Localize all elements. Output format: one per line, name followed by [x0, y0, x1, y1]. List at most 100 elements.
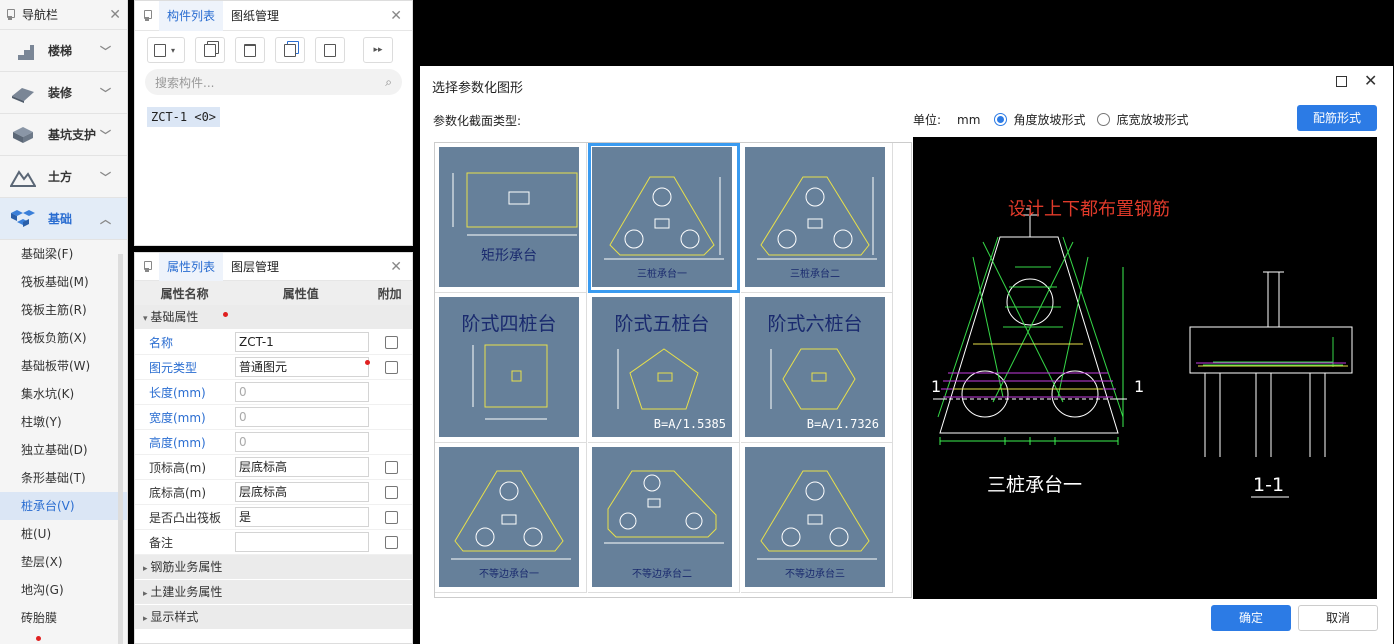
nav-item[interactable]: 桩承台(V) — [0, 492, 127, 520]
shape-formula: B=A/1.5385 — [653, 417, 726, 431]
save-template-button[interactable] — [315, 37, 345, 63]
shape-option-unequal-cap-1[interactable]: 不等边承台一 — [435, 443, 587, 593]
property-value-field[interactable]: 0 — [235, 432, 369, 452]
ok-button[interactable]: 确定 — [1211, 605, 1291, 631]
nav-header: 导航栏 ✕ — [0, 0, 127, 30]
nav-item[interactable]: 筏板主筋(R) — [21, 303, 87, 317]
nav-category-label: 装修 — [48, 86, 73, 100]
extra-checkbox[interactable] — [385, 535, 398, 549]
nav-item[interactable]: 桩(U) — [21, 527, 52, 541]
nav-category-earthwork[interactable]: 土方 ﹀ — [0, 156, 127, 198]
property-value-field[interactable]: 层底标高 — [235, 482, 369, 502]
property-value-field[interactable]: 层底标高 — [235, 457, 369, 477]
component-item[interactable]: ZCT-1 <0> — [147, 107, 221, 127]
extra-checkbox[interactable] — [385, 510, 398, 524]
cancel-button[interactable]: 取消 — [1298, 605, 1378, 631]
group-label: 钢筋业务属性 — [150, 560, 223, 574]
close-icon[interactable]: ✕ — [109, 6, 121, 23]
chevron-down-icon: ﹀ — [100, 170, 111, 184]
property-row: 图元类型 普通图元 — [135, 355, 412, 380]
nav-item[interactable]: 垫层(X) — [21, 555, 63, 569]
property-value-field[interactable]: ZCT-1 — [235, 332, 369, 352]
extra-checkbox[interactable] — [385, 485, 398, 499]
tab-property-list[interactable]: 属性列表 — [159, 252, 224, 281]
nav-item[interactable]: 基础板带(W) — [21, 359, 91, 373]
nav-category-label: 土方 — [48, 170, 73, 184]
preview-caption-section: 1-1 — [1253, 474, 1284, 496]
nav-item[interactable]: 条形基础(T) — [21, 471, 86, 485]
search-icon[interactable]: ⌕ — [385, 74, 392, 89]
radio-angle-slope[interactable] — [994, 113, 1008, 126]
nav-item[interactable]: 独立基础(D) — [21, 443, 88, 457]
search-component-field[interactable]: 搜索构件... ⌕ — [145, 69, 402, 95]
nav-title: 导航栏 — [22, 8, 59, 22]
nav-item[interactable]: 地沟(G) — [21, 583, 64, 597]
rebar-form-button[interactable]: 配筋形式 — [1297, 105, 1377, 131]
shape-label: 不等边承台三 — [785, 569, 845, 580]
close-icon[interactable]: ✕ — [390, 259, 402, 275]
property-name: 长度(mm) — [149, 385, 206, 400]
chevron-down-icon: ﹀ — [100, 86, 111, 100]
property-group[interactable]: ▸ 显示样式 — [135, 605, 412, 630]
shape-diagram — [452, 172, 578, 236]
property-value-field[interactable] — [235, 532, 369, 552]
chevron-down-icon: ﹀ — [100, 128, 111, 142]
modified-dot — [36, 636, 41, 641]
shape-option-rectangle-cap[interactable]: 矩形承台 — [435, 143, 587, 293]
property-value-field[interactable]: 普通图元 — [235, 357, 369, 377]
new-component-button[interactable]: ▾ — [147, 37, 185, 63]
nav-category-pit-support[interactable]: 基坑支护﹀ — [0, 114, 127, 156]
nav-scrollbar[interactable] — [118, 254, 123, 644]
property-value-field[interactable]: 是 — [235, 507, 369, 527]
copy-button[interactable] — [195, 37, 225, 63]
nav-item[interactable]: 筏板负筋(X) — [21, 331, 87, 345]
property-name: 图元类型 — [149, 360, 198, 375]
shape-option-stepped-four-pile[interactable]: 阶式四桩台 — [435, 293, 587, 443]
shape-option-three-pile-cap-2[interactable]: 三桩承台二 — [741, 143, 893, 293]
radio-bottom-width-slope[interactable] — [1097, 113, 1111, 126]
maximize-icon[interactable] — [1336, 76, 1347, 87]
search-input[interactable]: 搜索构件... — [155, 75, 215, 90]
radio-angle-slope-label[interactable]: 角度放坡形式 — [1013, 113, 1086, 127]
close-icon[interactable]: ✕ — [1364, 71, 1378, 90]
nav-item[interactable]: 柱墩(Y) — [21, 415, 62, 429]
pin-icon[interactable] — [143, 260, 152, 273]
nav-item[interactable]: 筏板基础(M) — [21, 275, 89, 289]
extra-checkbox[interactable] — [385, 360, 398, 374]
delete-button[interactable] — [235, 37, 265, 63]
nav-category-decoration[interactable]: 装修 ﹀ — [0, 72, 127, 114]
nav-item[interactable]: 基础梁(F) — [21, 247, 74, 261]
property-group[interactable]: ▸ 土建业务属性 — [135, 580, 412, 605]
extra-checkbox[interactable] — [385, 335, 398, 349]
pin-icon[interactable] — [6, 8, 15, 21]
shape-option-unequal-cap-2[interactable]: 不等边承台二 — [588, 443, 740, 593]
shape-thumbnail: 不等边承台一 — [439, 447, 579, 587]
tab-layer-management[interactable]: 图层管理 — [231, 259, 280, 274]
shape-label: 矩形承台 — [481, 248, 537, 264]
nav-category-foundation[interactable]: 基础︿ — [0, 198, 127, 240]
radio-bottom-width-slope-label[interactable]: 底宽放坡形式 — [1116, 113, 1189, 127]
nav-category-stairs[interactable]: 楼梯﹀ — [0, 30, 127, 72]
extra-checkbox[interactable] — [385, 460, 398, 474]
nav-item[interactable]: 集水坑(K) — [21, 387, 75, 401]
group-base-properties[interactable]: ▾ 基础属性 — [135, 305, 412, 330]
property-name: 底标高(m) — [149, 485, 207, 500]
shape-diagram — [604, 176, 724, 260]
more-button[interactable]: ▸▸ — [363, 37, 393, 63]
shape-option-unequal-cap-3[interactable]: 不等边承台三 — [741, 443, 893, 593]
property-value-field[interactable]: 0 — [235, 407, 369, 427]
tab-drawing-management[interactable]: 图纸管理 — [231, 8, 280, 23]
pin-icon[interactable] — [143, 9, 152, 22]
close-icon[interactable]: ✕ — [390, 8, 402, 24]
property-value-field[interactable]: 0 — [235, 382, 369, 402]
property-name: 名称 — [149, 335, 174, 350]
tab-component-list[interactable]: 构件列表 — [159, 0, 224, 31]
shape-option-three-pile-cap-1[interactable]: 三桩承台一 — [588, 143, 740, 293]
copy-to-floor-button[interactable] — [275, 37, 305, 63]
nav-item[interactable]: 砖胎膜 — [21, 611, 58, 625]
copy-icon — [204, 43, 216, 57]
property-group[interactable]: ▸ 钢筋业务属性 — [135, 555, 412, 580]
